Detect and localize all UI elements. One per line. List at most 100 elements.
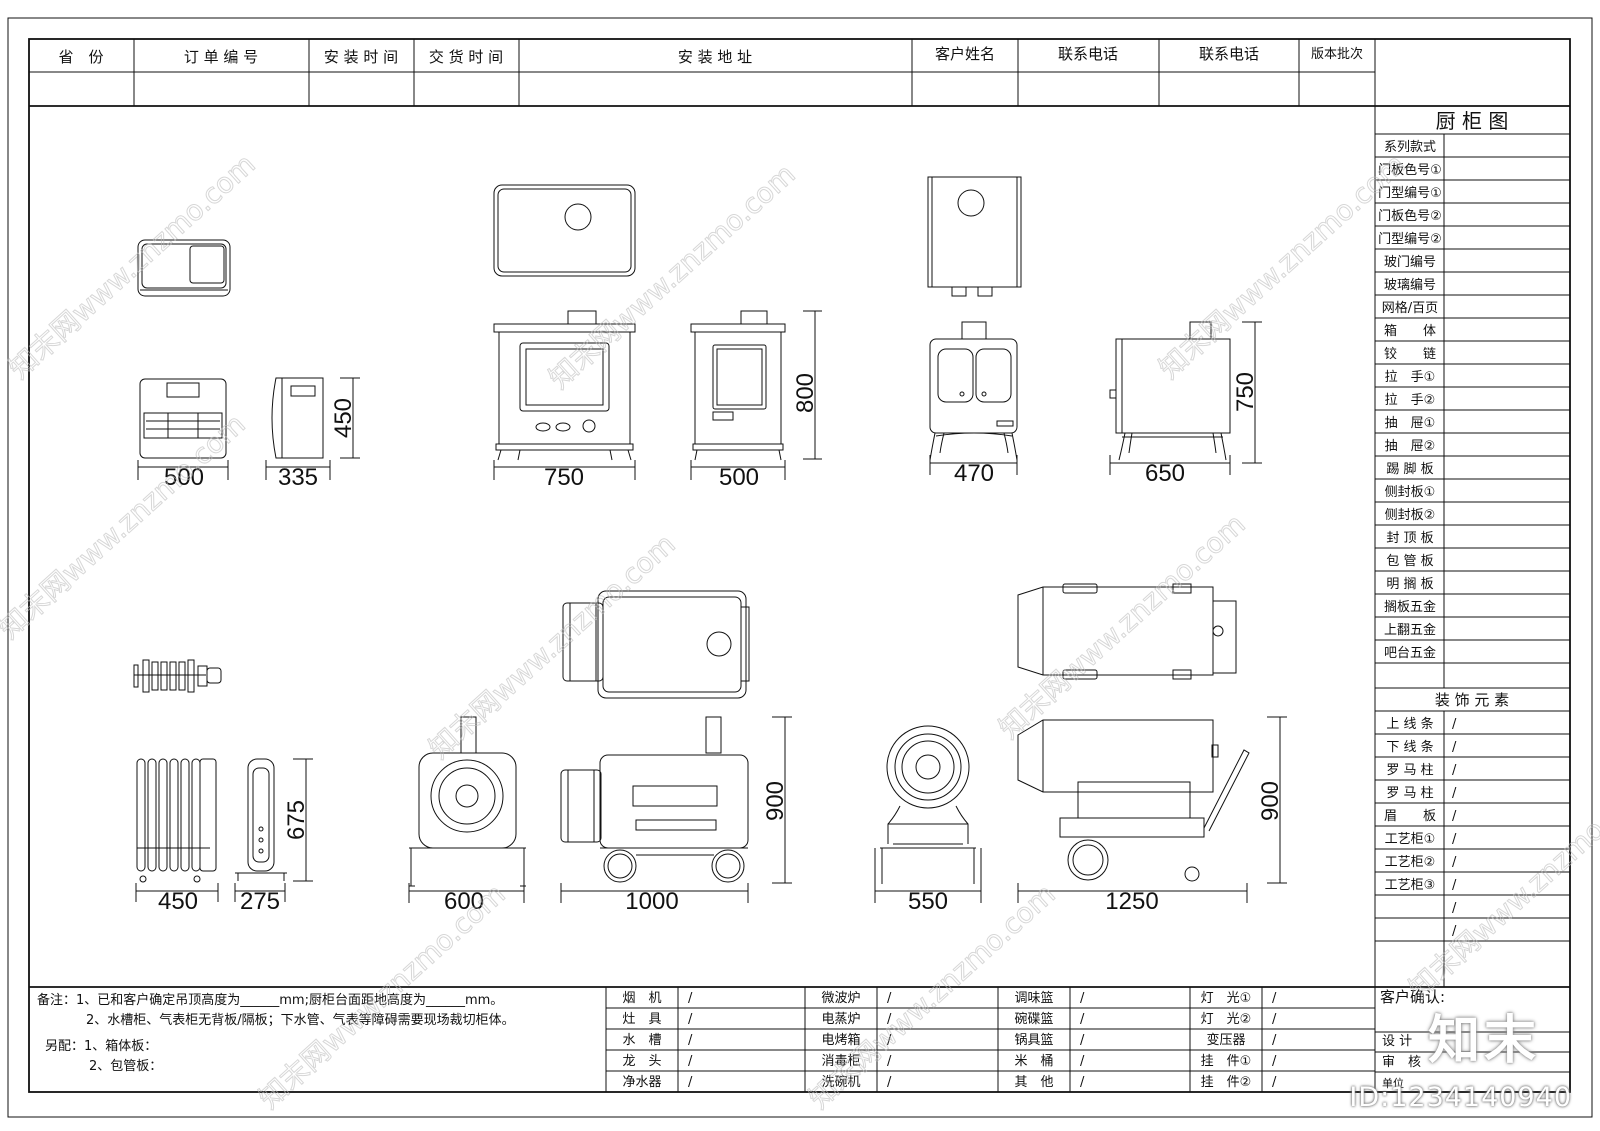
decor-row-label: 上 线 条 [1386, 716, 1433, 732]
header-table: 省 份 订 单 编 号 安 装 时 间 交 货 时 间 安 装 地 址 客户姓名… [29, 39, 1570, 107]
bottom-table: 备注：1、已和客户确定吊顶高度为______mm;厨柜台面距地高度为______… [29, 986, 1376, 1092]
appliance-slash: / [1272, 1033, 1277, 1048]
sidebar-row-label: 封 顶 板 [1386, 531, 1433, 546]
decor-row-label: 工艺柜② [1385, 855, 1436, 870]
sidebar-row-label: 踢 脚 板 [1386, 461, 1433, 477]
header-phone-1: 联系电话 [1058, 45, 1118, 63]
sidebar-row-label: 玻门编号 [1384, 255, 1436, 270]
sidebar-row-label: 门型编号② [1378, 232, 1442, 247]
decor-row-slash: / [1452, 855, 1457, 870]
header-version: 版本批次 [1311, 46, 1363, 62]
appliance-slash: / [1080, 991, 1085, 1006]
heater-top-view [137, 239, 231, 297]
decor-row-slash: / [1452, 763, 1457, 778]
stove-a-top-view [493, 184, 636, 277]
decor-row-slash: / [1452, 740, 1457, 755]
decor-row-label: 罗 马 柱 [1386, 763, 1433, 778]
sidebar-row-label: 门板色号② [1378, 208, 1442, 224]
appliance-slash: / [887, 991, 892, 1006]
sidebar-row-label: 拉 手② [1385, 393, 1436, 408]
radiator-dimension-lines [135, 758, 313, 902]
heater-side-view [271, 377, 324, 459]
blower-a-dimension-lines [408, 716, 792, 903]
decor-row-label: 罗 马 柱 [1386, 786, 1433, 801]
appliance-slash: / [1272, 1012, 1277, 1027]
note-line-2: 2、水槽柜、气表柜无背板/隔板；下水管、气表等障碍需要现场裁切柜体。 [86, 1012, 515, 1028]
appliance-label: 挂 件① [1201, 1054, 1252, 1069]
appliance-label: 碗碟篮 [1014, 1011, 1053, 1027]
appliance-label: 净水器 [622, 1075, 661, 1090]
appliance-label: 水 槽 [622, 1033, 661, 1048]
appliance-slash: / [1272, 1054, 1277, 1069]
sidebar-row-label: 吧台五金 [1384, 645, 1436, 661]
decor-row-slash: / [1452, 832, 1457, 847]
appliance-label: 变压器 [1206, 1032, 1245, 1048]
radiator-top-view [133, 659, 222, 693]
drawings: 500 335 450 [133, 176, 1287, 915]
heater-dimension-lines [137, 377, 360, 480]
appliance-label: 消毒柜 [821, 1054, 860, 1069]
unit-label: 单位 [1382, 1076, 1404, 1090]
appliance-label: 龙 头 [622, 1054, 661, 1069]
decor-row-slash: / [1452, 878, 1457, 893]
dim-blower-a-length: 1000 [625, 888, 678, 915]
decor-row-label: 下 线 条 [1386, 739, 1433, 755]
appliance-slash: / [688, 1012, 693, 1027]
appliance-slash: / [887, 1033, 892, 1048]
heater-front-view [139, 378, 227, 459]
sidebar-row-label: 侧封板② [1385, 508, 1436, 523]
watermark-layer: 知末网www.znzmo.com 知末网www.znzmo.com 知末网www… [0, 147, 1600, 1116]
appliance-label: 电烤箱 [821, 1032, 860, 1048]
appliance-slash: / [887, 1012, 892, 1027]
stove-b-front-view [929, 321, 1018, 461]
decor-row-label: 工艺柜③ [1385, 878, 1436, 893]
appliance-label: 洗碗机 [821, 1074, 860, 1090]
dim-stove-a-depth: 500 [719, 464, 759, 491]
sidebar-row-label: 上翻五金 [1384, 622, 1436, 638]
note-line-1: 备注：1、已和客户确定吊顶高度为______mm;厨柜台面距地高度为______… [37, 992, 503, 1008]
dim-radiator-width: 450 [158, 888, 198, 915]
appliance-label: 挂 件② [1201, 1075, 1252, 1090]
decor-row-slash: / [1452, 786, 1457, 801]
header-phone-2: 联系电话 [1199, 45, 1259, 63]
dim-radiator-depth: 275 [240, 888, 280, 915]
design-label: 设 计 [1382, 1034, 1412, 1049]
sidebar-title: 厨 柜 图 [1436, 109, 1509, 133]
dim-stove-a-height: 800 [792, 373, 819, 413]
appliance-label: 灯 光② [1201, 1012, 1252, 1027]
stove-a-front-view [493, 310, 636, 461]
brand-watermark: 知末 [1427, 1011, 1540, 1071]
sidebar-row-label: 门板色号① [1378, 162, 1442, 178]
blower-b-top-view [1017, 583, 1237, 680]
appliance-slash: / [1080, 1054, 1085, 1069]
watermark-text: 知末网www.znzmo.com [423, 527, 682, 765]
decor-row-slash: / [1452, 901, 1457, 916]
watermark-text: 知末网www.znzmo.com [1153, 147, 1412, 385]
dim-stove-b-width: 470 [954, 460, 994, 487]
appliance-slash: / [1080, 1033, 1085, 1048]
appliance-label: 电蒸炉 [821, 1012, 860, 1027]
dim-heater-height: 450 [330, 398, 357, 438]
review-label: 审 核 [1382, 1055, 1421, 1070]
appliance-label: 米 桶 [1014, 1054, 1053, 1069]
header-delivery-time: 交 货 时 间 [429, 48, 503, 66]
watermark-text: 知末网www.znzmo.com [3, 147, 262, 385]
dim-heater-depth: 335 [278, 464, 318, 491]
sidebar-row-label: 侧封板① [1385, 485, 1436, 500]
watermark-text: 知末网www.znzmo.com [0, 407, 252, 645]
radiator-side-view [235, 758, 287, 881]
appliance-slash: / [688, 991, 693, 1006]
blower-a-side-view [560, 716, 749, 883]
appliance-slash: / [1080, 1012, 1085, 1027]
dim-blower-b-length: 1250 [1105, 888, 1158, 915]
appliance-label: 调味篮 [1014, 991, 1053, 1006]
blower-b-side-view [1017, 719, 1250, 882]
appliance-slash: / [688, 1075, 693, 1090]
sidebar-row-label: 网格/百页 [1382, 300, 1438, 316]
radiator-front-view [136, 758, 217, 883]
appliance-slash: / [688, 1054, 693, 1069]
dim-stove-a-width: 750 [544, 464, 584, 491]
sidebar-row-label: 门型编号① [1378, 186, 1442, 201]
image-id-badge: ID:1234140940 [1349, 1082, 1572, 1113]
decor-row-label: 眉 板 [1384, 809, 1436, 824]
